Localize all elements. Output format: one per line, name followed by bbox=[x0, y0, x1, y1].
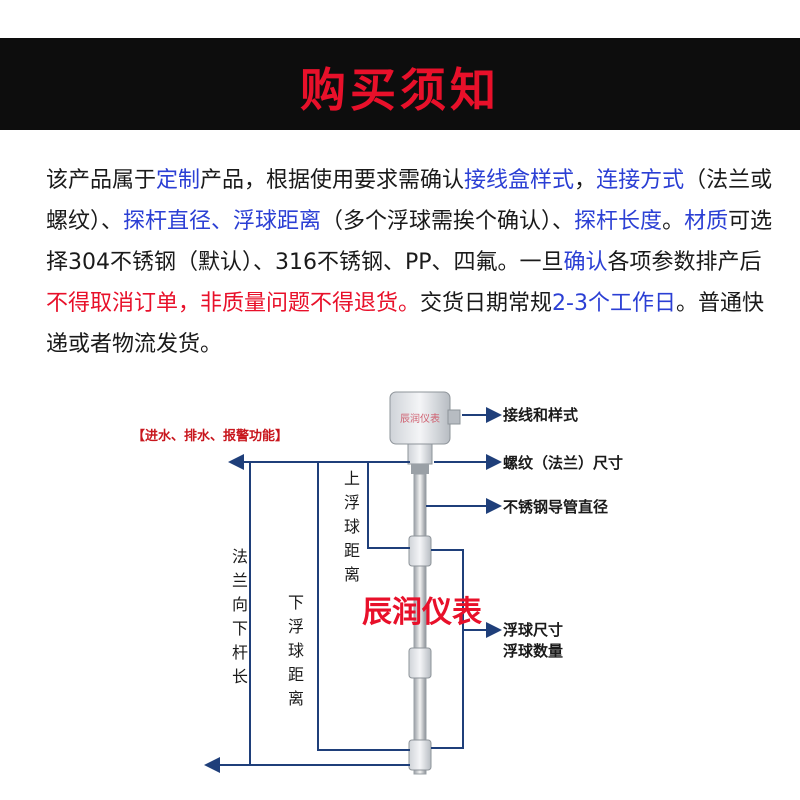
paragraph-segment: 不得取消订单，非质量问题不得退货。 bbox=[46, 291, 421, 316]
vertical-label-char: 距 bbox=[344, 541, 360, 560]
purchase-notice-paragraph: 该产品属于定制产品，根据使用要求需确认接线盒样式，连接方式（法兰或螺纹）、探杆直… bbox=[46, 160, 776, 365]
label-float-size: 浮球尺寸 bbox=[503, 621, 563, 639]
paragraph-segment: 定制 bbox=[156, 168, 201, 193]
paragraph-segment: （多个浮球需挨个确认）、 bbox=[321, 209, 575, 234]
page-title: 购买须知 bbox=[300, 63, 500, 117]
junction-box: 辰润仪表 bbox=[389, 391, 461, 445]
paragraph-segment: 该产品属于 bbox=[46, 168, 157, 193]
vertical-label-char: 下 bbox=[232, 619, 248, 638]
junction-box-label: 辰润仪表 bbox=[400, 412, 440, 425]
paragraph-segment: 确认 bbox=[563, 250, 608, 275]
vertical-label-char: 上 bbox=[344, 469, 360, 488]
paragraph-segment: 产品，根据使用要求需确认 bbox=[200, 168, 465, 193]
thread-fitting bbox=[407, 443, 433, 465]
paragraph-segment: 探杆直径、浮球距离 bbox=[123, 209, 322, 234]
paragraph-segment: （法兰或螺纹）、 bbox=[46, 168, 773, 234]
vertical-label-char: 兰 bbox=[232, 571, 248, 590]
label-float-count: 浮球数量 bbox=[503, 642, 563, 660]
paragraph-segment: 接线盒样式 bbox=[464, 168, 575, 193]
float-switch-diagram: 辰润仪表 接线和样式 螺纹（法兰）尺寸 不锈钢导管直径 浮球尺寸 浮球数量 【进… bbox=[132, 391, 623, 775]
lower-float bbox=[408, 739, 432, 771]
title-banner: 购买须知 bbox=[0, 38, 800, 130]
vertical-label-char: 长 bbox=[232, 667, 248, 686]
vertical-label-char: 下 bbox=[288, 593, 304, 612]
thread-nut bbox=[411, 464, 429, 474]
paragraph-segment: 探杆长度 bbox=[574, 209, 663, 234]
paragraph-segment: 各项参数排产后 bbox=[607, 250, 762, 275]
paragraph-segment: 。普通快递或者物流发货。 bbox=[46, 291, 764, 357]
paragraph-segment: 连接方式 bbox=[596, 168, 685, 193]
paragraph-segment: 交货日期常规 bbox=[420, 291, 553, 316]
vertical-label-char: 离 bbox=[344, 565, 360, 584]
paragraph-segment: ， bbox=[574, 168, 597, 193]
label-tube: 不锈钢导管直径 bbox=[503, 498, 608, 516]
paragraph-segment: 2-3个工作日 bbox=[552, 291, 676, 316]
vertical-label-char: 浮 bbox=[288, 617, 304, 636]
vertical-label-char: 球 bbox=[344, 517, 360, 536]
vertical-label-char: 法 bbox=[232, 547, 248, 566]
paragraph-segment: 材质 bbox=[684, 209, 729, 234]
label-thread: 螺纹（法兰）尺寸 bbox=[503, 454, 623, 472]
label-junction: 接线和样式 bbox=[503, 406, 578, 424]
paragraph-segment: 。 bbox=[662, 209, 685, 234]
vertical-label-char: 离 bbox=[288, 689, 304, 708]
paragraph-segment: 可选择304不锈钢（默认）、316不锈钢、PP、四氟。一旦 bbox=[46, 209, 773, 275]
vertical-label-char: 浮 bbox=[344, 493, 360, 512]
function-label: 【进水、排水、报警功能】 bbox=[132, 428, 288, 444]
vertical-label-char: 距 bbox=[288, 665, 304, 684]
upper-float bbox=[408, 535, 432, 567]
middle-float bbox=[408, 647, 432, 679]
vertical-label-char: 球 bbox=[288, 641, 304, 660]
vertical-label-char: 杆 bbox=[232, 643, 248, 662]
watermark: 辰润仪表 bbox=[362, 595, 482, 630]
vertical-label-char: 向 bbox=[232, 595, 248, 614]
